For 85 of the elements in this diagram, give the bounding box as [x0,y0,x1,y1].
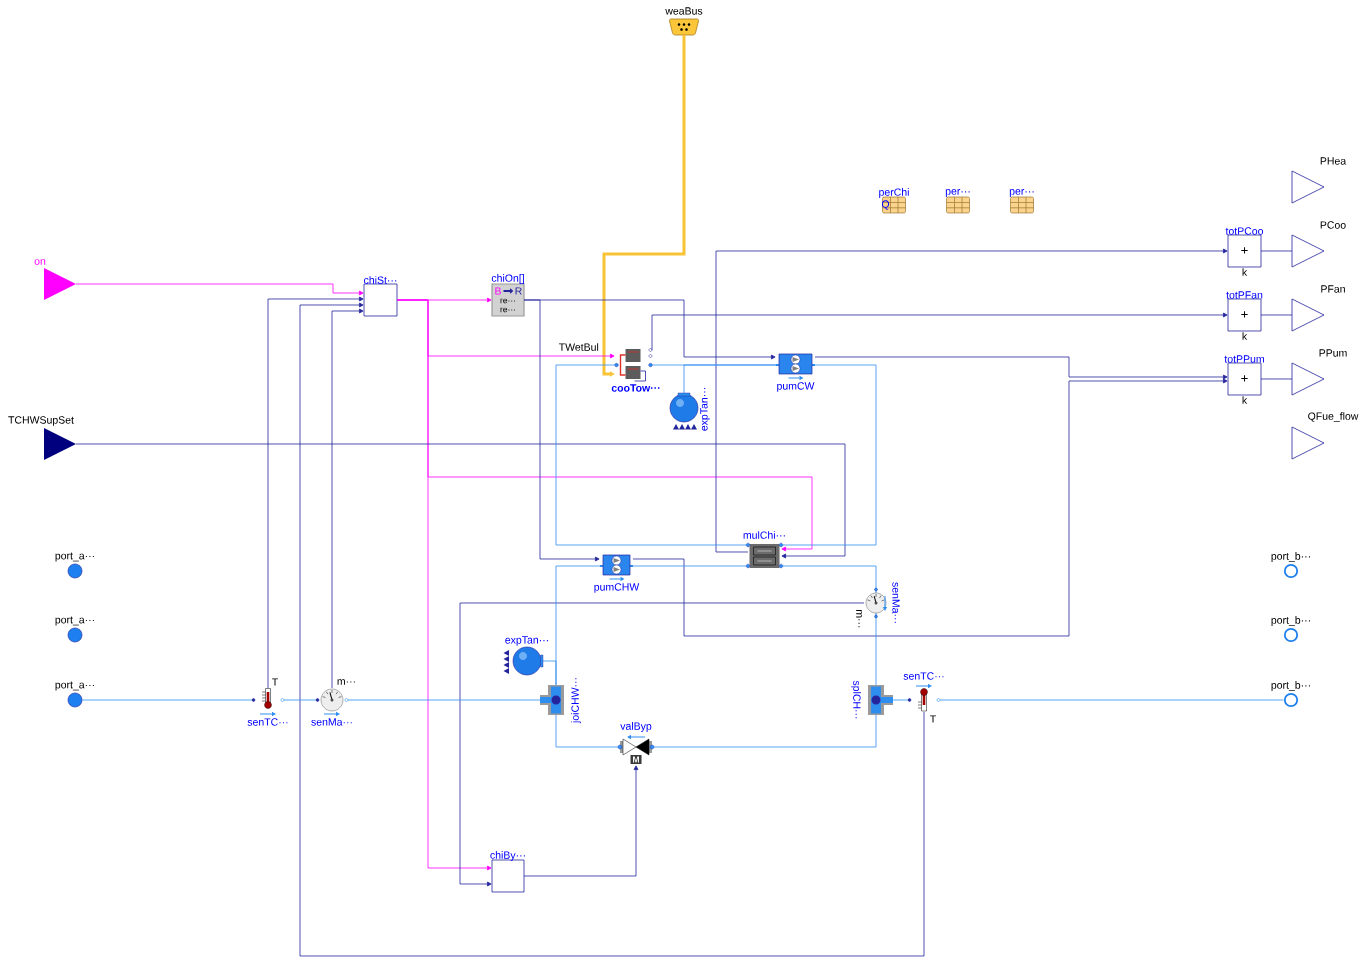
output-label: T [930,715,936,723]
component-label: per··· [1009,189,1034,197]
component-label: pumCW [777,382,815,392]
sum-block: + [1227,234,1262,268]
component-label: senMa··· [892,582,900,623]
component-label: chiSt··· [364,276,397,284]
arrow [75,443,846,559]
connector-line [1260,314,1293,316]
connector-line [542,660,557,686]
arrow [396,299,492,871]
connector-line [892,699,909,701]
port-label: port_b··· [1271,681,1310,691]
node-label: B [495,287,501,295]
arrow [651,312,1228,351]
connector-label: QFue_flow [1308,412,1359,422]
component-label: mulChi··· [743,531,785,539]
sum-block: + [1227,362,1262,396]
component-label: senTC··· [903,672,944,680]
component-label: cooTow··· [611,384,660,392]
icon-letter: Q [881,200,890,210]
component-label: chiOn[] [491,274,524,284]
sum-block: + [1227,298,1262,332]
connector-line [651,714,877,748]
component-label: expTan··· [700,388,710,431]
component-label: senTC··· [247,718,288,726]
connector-line [347,699,541,701]
arrow [523,299,600,562]
arrow [632,378,1228,637]
connector-line [632,565,749,567]
connector-line [683,364,777,394]
connector-label: PPum [1319,349,1347,357]
connector-label: on [34,259,46,265]
component-label: joiCHW··· [571,678,581,724]
component-label: senMa··· [311,718,352,726]
parameter-label: k [1242,396,1248,404]
connector-line [1260,250,1293,252]
arrow [75,283,364,296]
arrow [331,308,364,689]
component-label: totPCoo [1225,227,1264,235]
arrow [299,302,925,957]
converter-block: B R re··· re··· [491,283,525,317]
edge-label: TWetBul [557,342,600,352]
port-label: port_a··· [55,552,94,562]
arrow [267,296,364,689]
node-label: re··· [500,298,516,304]
component-label: splCH··· [851,680,861,719]
connector-line [283,699,317,701]
component-label: chiBy··· [490,851,525,861]
output-label: m··· [856,610,862,628]
arrow [523,765,639,877]
motor-box: M [630,755,642,764]
component-label: valByp [620,722,652,732]
component-label: perChi [879,188,909,198]
connector-line [1260,378,1293,380]
connector-label: TCHWSupSet [8,416,74,426]
port-label: port_a··· [55,681,94,691]
parameter-label: k [1242,268,1248,276]
port-label: port_b··· [1271,552,1310,562]
component-label: totPPum [1224,355,1264,363]
connector-label: PHea [1320,157,1347,165]
arrow [459,602,865,887]
connector-line [555,714,621,748]
connector-label: PFan [1321,285,1345,293]
arrow [814,356,1228,380]
component-label: per··· [945,189,970,197]
output-label: m··· [337,679,355,685]
arrow [602,35,686,377]
connector-line [875,617,877,686]
connector-line [939,699,1284,701]
component-label: expTan··· [505,636,548,646]
connector-line [82,699,253,701]
component-label: pumCHW [594,583,640,593]
component-label: weaBus [665,7,703,15]
connector-label: PCoo [1320,221,1346,229]
component-label: totPFan [1226,291,1263,299]
port-label: port_a··· [55,616,94,626]
output-label: T [272,678,278,686]
connector-line [780,565,877,589]
arrow [715,248,1228,553]
connector-line [780,364,877,546]
parameter-label: k [1242,332,1248,340]
connector-line [555,364,749,546]
node-label: R [515,287,522,295]
node-label: re··· [500,307,516,313]
port-label: port_b··· [1271,616,1310,626]
